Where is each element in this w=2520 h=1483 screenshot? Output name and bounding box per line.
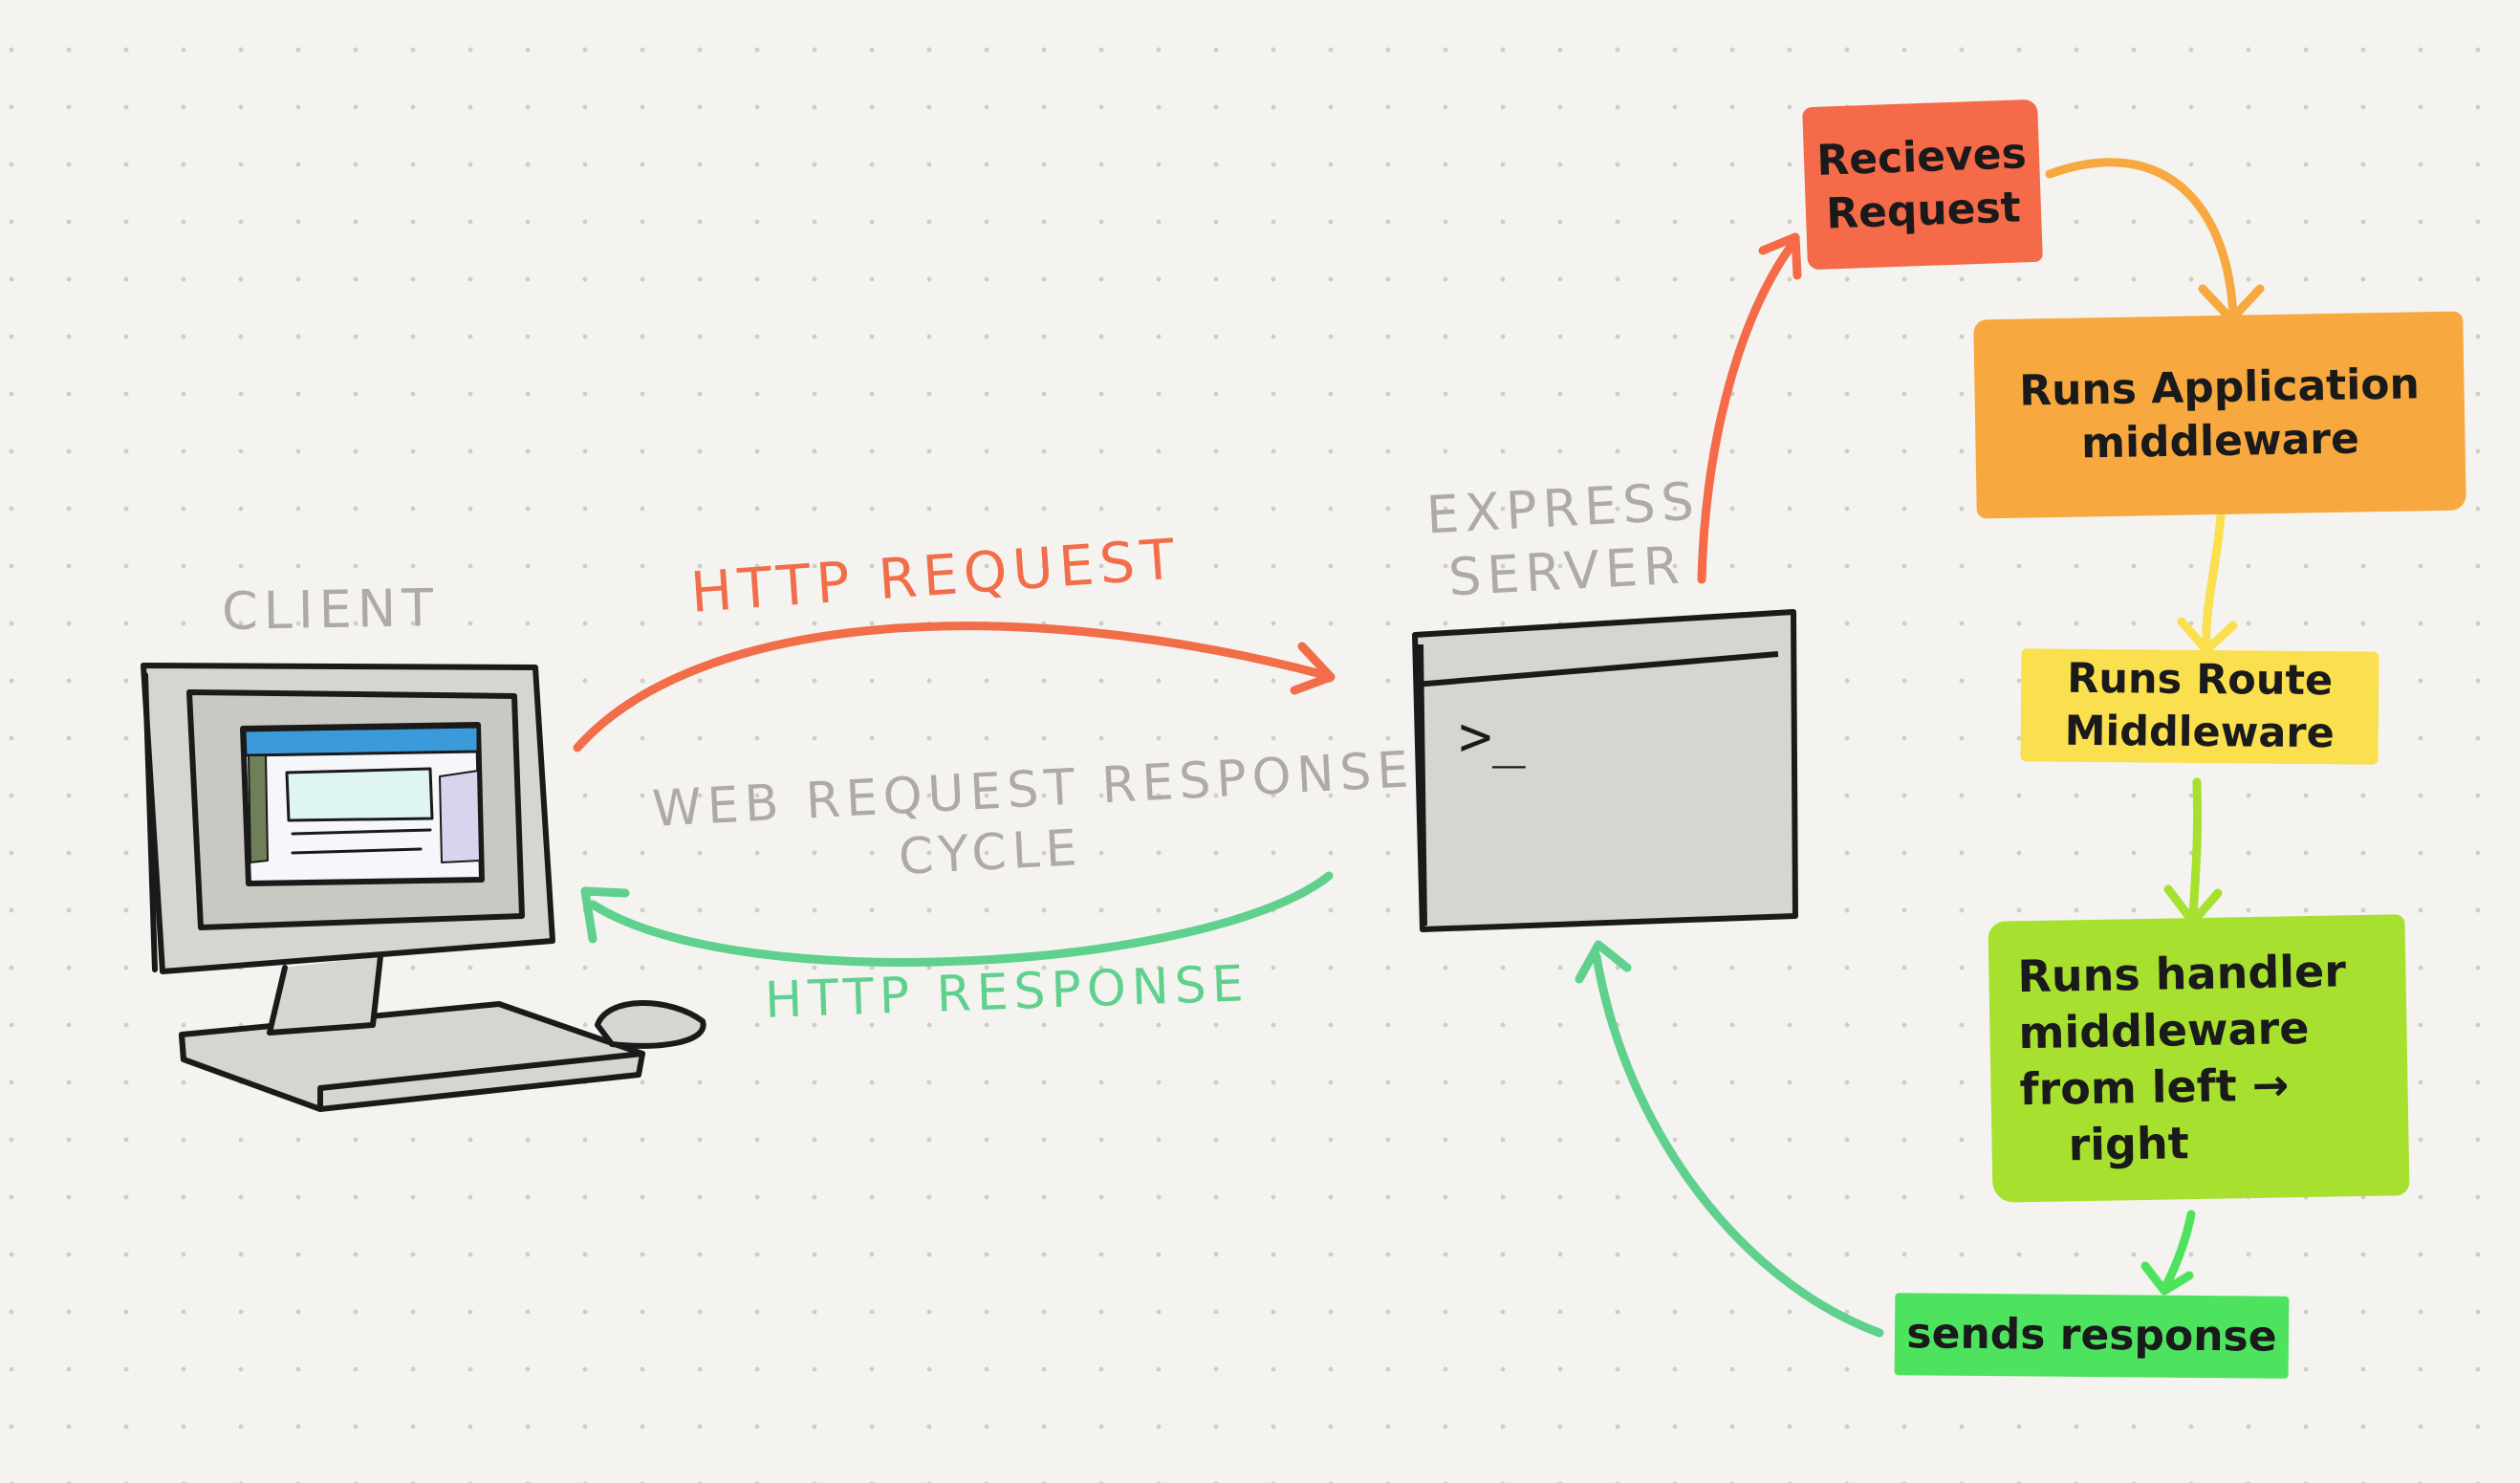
receive-line2: Request (1825, 183, 2022, 239)
handler-line2: middleware (2018, 1002, 2310, 1059)
route-to-handler-arrow (2163, 777, 2223, 927)
sends-response-box: sends response (1894, 1293, 2290, 1379)
route-middleware-box: Runs Route Middleware (2020, 648, 2379, 765)
handler-line3: from left → (2019, 1058, 2290, 1116)
cycle-label-line2: CYCLE (897, 819, 1084, 886)
app-line1: Runs Application (2018, 360, 2421, 416)
handler-middleware-box: Runs handler middleware from left → righ… (1988, 914, 2410, 1203)
server-label-line2: SERVER (1446, 534, 1687, 608)
receive-to-app-arrow (2045, 158, 2265, 324)
route-line1: Runs Route (2067, 654, 2334, 706)
client-label: CLIENT (221, 578, 440, 642)
send-label: sends response (1906, 1309, 2277, 1362)
terminal-prompt: >_ (1459, 704, 1526, 769)
server-terminal-icon: >_ (1412, 609, 1798, 932)
http-request-arrow (573, 622, 1336, 752)
route-line2: Middleware (2064, 707, 2335, 758)
server-to-receive-arrow (1697, 232, 1802, 584)
receive-request-box: Recieves Request (1802, 98, 2043, 271)
handler-to-send-arrow (2140, 1210, 2196, 1296)
send-to-server-arrow (1575, 940, 1884, 1338)
app-line2: middleware (2080, 414, 2360, 469)
app-to-route-arrow (2177, 494, 2238, 655)
handler-line4: right (2068, 1117, 2190, 1171)
client-computer-icon (141, 663, 706, 1112)
application-middleware-box: Runs Application middleware (1973, 311, 2466, 519)
receive-line1: Recieves (1815, 128, 2028, 185)
handler-line1: Runs handler (2017, 945, 2347, 1003)
http-response-arrow (580, 871, 1334, 967)
